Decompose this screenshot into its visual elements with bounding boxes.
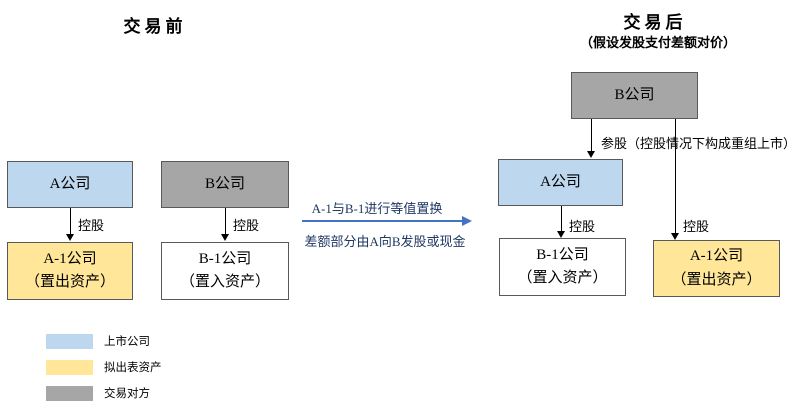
legend-item-outgoing-assets: 拟出表资产 <box>46 359 162 375</box>
box-after-b-company: B公司 <box>571 72 698 119</box>
arrow-before-a-a1-line <box>70 208 71 235</box>
before-section-title: 交易前 <box>123 17 187 36</box>
box-before-b-company: B公司 <box>161 161 289 208</box>
box-before-a-company: A公司 <box>7 161 133 208</box>
box-label: B-1公司 <box>198 250 252 267</box>
legend-swatch-outgoing-assets <box>46 359 93 375</box>
legend-swatch-listed-company <box>46 333 93 349</box>
box-label: B公司 <box>614 86 655 103</box>
edge-label-before-b-b1: 控股 <box>233 218 260 233</box>
box-sublabel: （置入资产） <box>179 274 270 290</box>
legend-swatch-counterparty <box>46 385 93 401</box>
legend-label: 上市公司 <box>104 336 150 348</box>
box-after-a-company: A公司 <box>498 159 623 206</box>
edge-label-after-b-a1: 控股 <box>683 219 710 234</box>
box-label: A公司 <box>49 175 91 192</box>
box-label: B公司 <box>204 175 245 192</box>
after-section-subtitle: （假设发股支付差额对价） <box>579 35 736 50</box>
arrow-before-b-b1-head <box>221 234 229 241</box>
arrow-after-b-a1-line <box>675 119 676 234</box>
edge-label-after-a-b1: 控股 <box>569 219 596 234</box>
transition-text-bottom: 差额部分由A向B发股或现金 <box>304 234 466 249</box>
after-section-title: 交易后 <box>623 13 687 32</box>
edge-label-before-a-a1: 控股 <box>78 218 105 233</box>
box-label: A-1公司 <box>689 248 744 265</box>
transition-arrow-line <box>302 220 464 222</box>
box-after-a1-company: A-1公司 （置出资产） <box>653 240 780 297</box>
arrow-before-a-a1-head <box>66 234 74 241</box>
box-after-b1-company: B-1公司 （置入资产） <box>499 238 626 296</box>
legend-label: 交易对方 <box>104 388 150 400</box>
box-sublabel: （置出资产） <box>24 274 115 290</box>
edge-label-after-b-a: 参股（控股情况下构成重组上市） <box>601 136 796 151</box>
box-before-a1-company: A-1公司 （置出资产） <box>7 242 133 300</box>
arrow-after-a-b1-line <box>561 206 562 232</box>
legend-item-counterparty: 交易对方 <box>46 385 150 401</box>
box-label: A-1公司 <box>43 250 97 267</box>
box-sublabel: （置出资产） <box>671 271 762 288</box>
legend-item-listed-company: 上市公司 <box>46 333 150 349</box>
box-label: B-1公司 <box>536 246 589 263</box>
transition-text-top: A-1与B-1进行等值置换 <box>311 201 443 216</box>
arrow-before-b-b1-line <box>225 208 226 235</box>
box-before-b1-company: B-1公司 （置入资产） <box>161 242 289 300</box>
transition-arrow-head-icon <box>462 216 472 226</box>
arrow-after-a-b1-head <box>557 231 565 238</box>
legend-label: 拟出表资产 <box>104 362 162 374</box>
box-label: A公司 <box>540 173 581 190</box>
arrow-after-b-a-line <box>591 119 592 152</box>
box-sublabel: （置入资产） <box>517 270 608 286</box>
arrow-after-b-a1-head <box>671 233 679 240</box>
arrow-after-b-a-head <box>587 151 595 158</box>
